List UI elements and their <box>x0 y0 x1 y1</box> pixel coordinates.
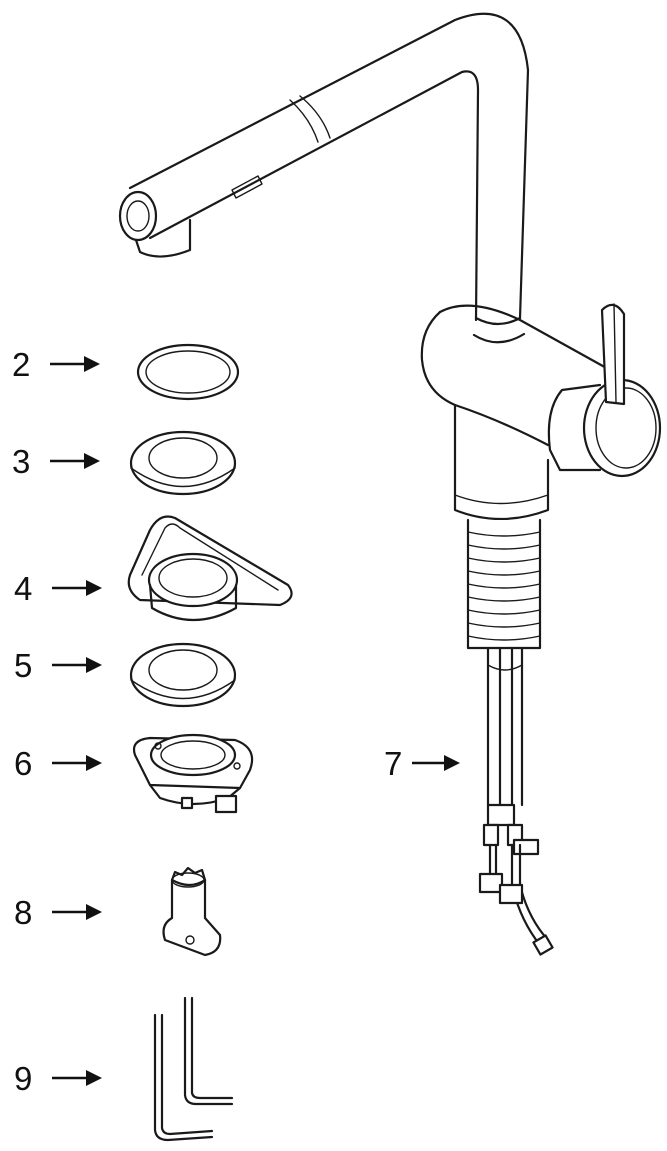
callout-label-9: 9 <box>14 1060 32 1097</box>
part-4-base-plate <box>127 515 293 622</box>
part-7-supply-hoses <box>478 646 554 956</box>
callout-8: 8 <box>14 894 102 931</box>
callout-label-6: 6 <box>14 745 32 782</box>
part-2-o-ring <box>136 343 240 401</box>
callout-2: 2 <box>12 346 100 383</box>
callout-5: 5 <box>14 647 102 684</box>
part-3-gasket <box>129 430 237 496</box>
callout-label-5: 5 <box>14 647 32 684</box>
callout-label-2: 2 <box>12 346 30 383</box>
part-6-fixing-nut <box>132 733 254 814</box>
callout-7: 7 <box>384 745 460 782</box>
part-8-wrench <box>162 866 222 957</box>
part-5-washer <box>129 642 237 708</box>
callout-label-4: 4 <box>14 570 32 607</box>
callout-label-8: 8 <box>14 894 32 931</box>
callout-9: 9 <box>14 1060 102 1097</box>
callout-4: 4 <box>14 570 102 607</box>
callout-3: 3 <box>12 443 100 480</box>
shank-threads <box>467 531 541 641</box>
callout-label-7: 7 <box>384 745 402 782</box>
faucet-assembly <box>118 12 662 650</box>
part-9-hex-keys <box>153 996 234 1142</box>
callout-label-3: 3 <box>12 443 30 480</box>
callout-6: 6 <box>14 745 102 782</box>
